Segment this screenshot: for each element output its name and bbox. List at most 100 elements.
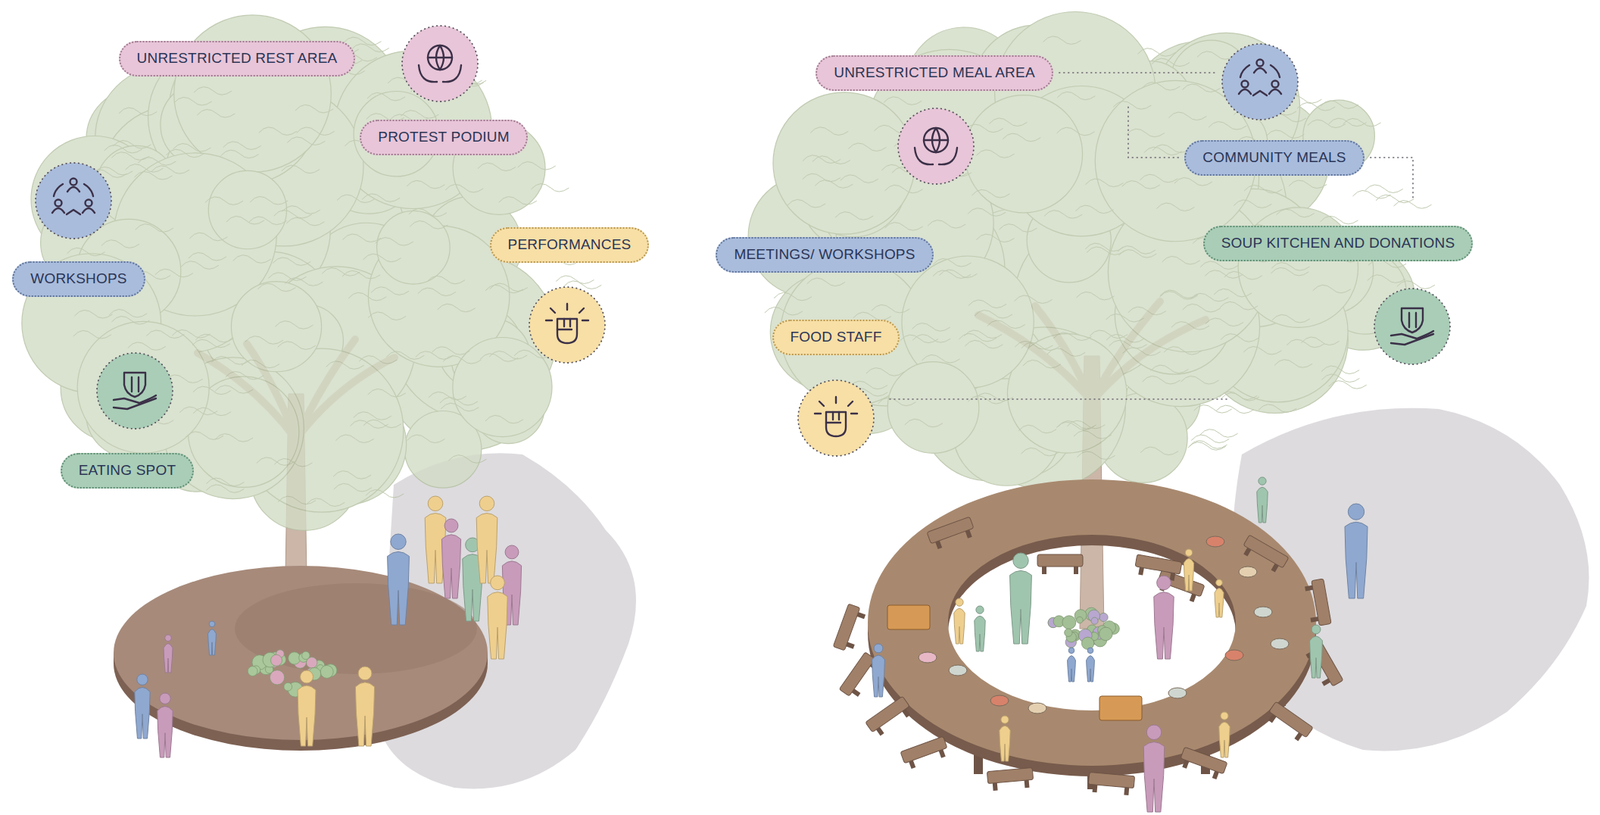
pill-label: PERFORMANCES bbox=[508, 236, 632, 253]
shrub-leaf bbox=[1062, 615, 1077, 630]
person-figure bbox=[134, 673, 150, 739]
leaf-contour bbox=[448, 455, 487, 464]
food-plate bbox=[1206, 536, 1225, 547]
leaf-contour bbox=[146, 330, 185, 339]
icon-disc bbox=[529, 286, 606, 363]
table-top bbox=[867, 479, 1317, 766]
food-plate bbox=[1238, 566, 1257, 577]
leaf-contour bbox=[1156, 202, 1195, 212]
leaf-contour bbox=[1189, 440, 1228, 450]
leaf-contour bbox=[1128, 306, 1167, 316]
icon-stroke bbox=[545, 319, 553, 322]
leaf-contour bbox=[277, 341, 316, 350]
person-head bbox=[1347, 503, 1364, 520]
person-body bbox=[1344, 521, 1368, 599]
person-figure bbox=[1309, 624, 1323, 678]
icon-stroke bbox=[1408, 312, 1410, 328]
leaf-contour bbox=[428, 391, 467, 400]
person-body bbox=[974, 615, 986, 652]
icon-stroke bbox=[1269, 89, 1282, 94]
person-figure bbox=[441, 518, 461, 599]
leaf-contour bbox=[193, 386, 231, 395]
leaf-contour bbox=[976, 149, 1014, 159]
globe-icon bbox=[898, 108, 974, 185]
leaf-contour bbox=[1286, 339, 1325, 348]
leaf-contour bbox=[118, 107, 157, 116]
leaf-contour bbox=[431, 346, 470, 356]
leaf-contour bbox=[1163, 346, 1202, 356]
icon-disc bbox=[1374, 288, 1451, 365]
person-figure bbox=[387, 533, 410, 625]
bench bbox=[832, 603, 868, 653]
person-head bbox=[137, 673, 148, 685]
leaf-contour bbox=[883, 96, 922, 106]
leaf-contour bbox=[365, 489, 404, 498]
leaf-contour bbox=[257, 283, 296, 292]
leaf-contour bbox=[1301, 336, 1340, 346]
leaf-contour bbox=[1043, 36, 1082, 45]
leaf-contour bbox=[256, 457, 295, 466]
leaf-contour bbox=[295, 104, 334, 113]
leaf-contour bbox=[1066, 420, 1105, 429]
fist-icon bbox=[798, 380, 874, 456]
leaf-contour bbox=[1085, 178, 1124, 188]
leaf-contour bbox=[249, 196, 288, 205]
leaf-contour bbox=[1151, 58, 1190, 67]
icon-stroke bbox=[557, 328, 572, 331]
bench-seat bbox=[1311, 578, 1332, 626]
person-figure bbox=[1219, 711, 1230, 758]
person-figure bbox=[157, 692, 173, 758]
leaf-contour bbox=[427, 275, 465, 284]
leaf-contour bbox=[195, 333, 234, 343]
shrub-leaf bbox=[1091, 617, 1098, 624]
leaf-contour bbox=[1258, 404, 1297, 413]
leaf-contour bbox=[1353, 190, 1392, 199]
icon-stroke bbox=[130, 377, 133, 392]
leaf-contour bbox=[343, 37, 381, 46]
leaf-contour bbox=[1140, 446, 1179, 456]
bench bbox=[865, 695, 914, 739]
leaf-contour bbox=[248, 216, 287, 225]
leaf-contour bbox=[912, 323, 951, 332]
icon-stroke bbox=[566, 303, 568, 310]
leaf-contour bbox=[326, 361, 365, 370]
person-figure bbox=[1086, 647, 1095, 682]
pill-label: MEETINGS/ WORKSHOPS bbox=[733, 246, 915, 263]
people bbox=[134, 477, 1368, 812]
person-body bbox=[1153, 592, 1174, 659]
person-figure bbox=[487, 575, 508, 659]
leaf-contour bbox=[477, 162, 516, 172]
person-body bbox=[1214, 588, 1224, 618]
leaf-contour bbox=[1118, 249, 1157, 259]
leaf-contour bbox=[1244, 184, 1282, 194]
leaf-contour bbox=[968, 299, 1007, 309]
bench-seat bbox=[926, 516, 974, 544]
leaf-contour bbox=[1219, 301, 1258, 310]
person-head bbox=[1220, 711, 1229, 720]
icon-stroke bbox=[569, 318, 571, 327]
leaf-contour bbox=[353, 411, 392, 421]
bench-seat bbox=[832, 603, 861, 651]
icon-stroke bbox=[1270, 65, 1280, 78]
icon-stroke bbox=[436, 45, 440, 70]
leaf-contour bbox=[1021, 447, 1060, 456]
leaf-contour bbox=[363, 419, 402, 428]
leaf-contour bbox=[282, 205, 321, 215]
icon-stroke bbox=[1253, 90, 1267, 96]
icon-stroke bbox=[124, 372, 146, 397]
shrub-leaf bbox=[270, 654, 282, 666]
leaf-contour bbox=[965, 124, 1004, 133]
leaf-contour bbox=[1057, 127, 1095, 136]
icon-stroke bbox=[1253, 68, 1267, 73]
person-head bbox=[1157, 575, 1172, 590]
person-body bbox=[134, 686, 150, 739]
shrub-leaf bbox=[1064, 628, 1073, 637]
person-body bbox=[208, 629, 217, 655]
leaf-contour bbox=[185, 431, 224, 440]
person-figure bbox=[1010, 552, 1033, 644]
leaf-contour bbox=[445, 184, 484, 193]
leaf-contour bbox=[241, 359, 280, 369]
leaf-contour bbox=[400, 110, 439, 119]
leaf-contour bbox=[927, 220, 966, 229]
leaf-contour bbox=[1190, 293, 1229, 302]
